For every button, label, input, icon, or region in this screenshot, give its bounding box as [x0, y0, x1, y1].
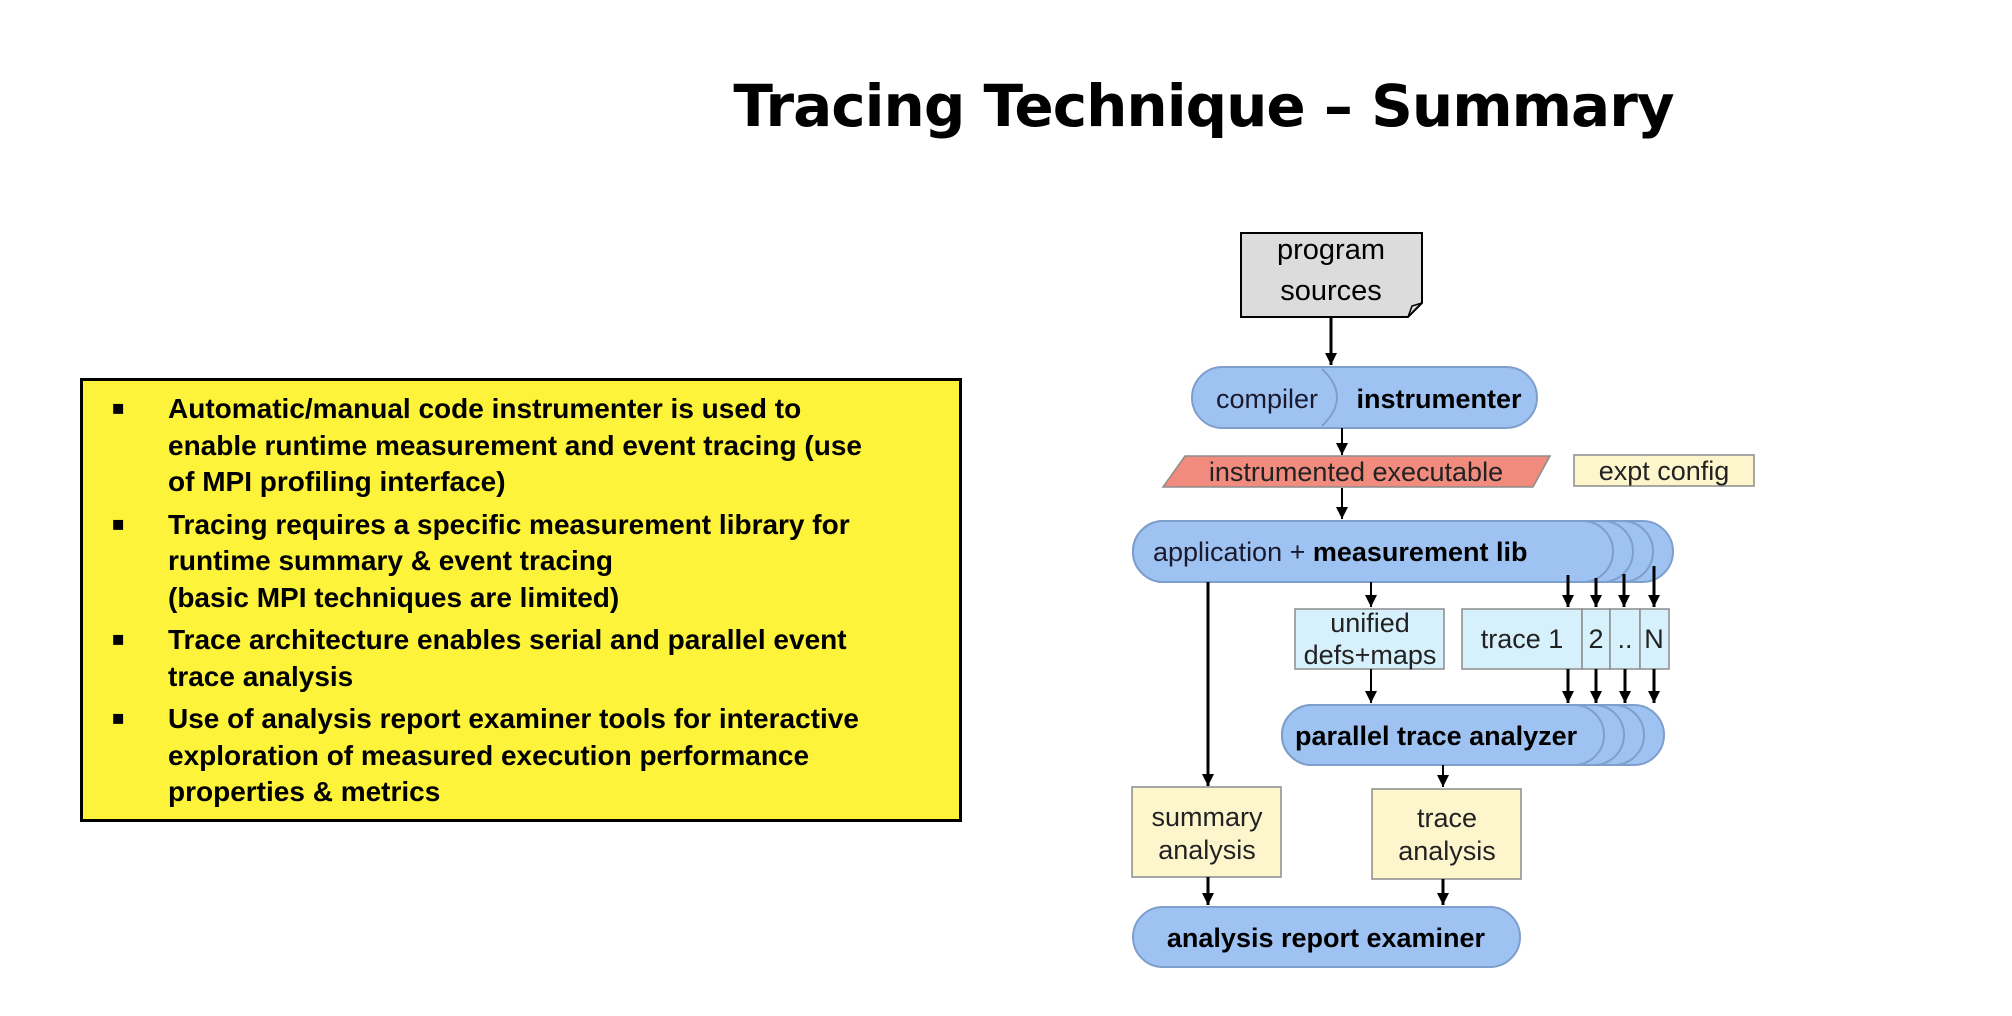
compiler-divider — [1321, 368, 1338, 427]
unified-defs-line2: defs+maps — [1304, 640, 1437, 670]
bullet-item: ▪ Automatic/manual code instrumenter is … — [83, 391, 959, 501]
trace-analysis-box — [1371, 788, 1522, 880]
compiler-label: compiler — [1216, 384, 1318, 414]
unified-defs-line1: unified — [1330, 608, 1410, 638]
bullet-text: Trace architecture enables serial and pa… — [168, 624, 847, 692]
program-sources-shape — [1240, 232, 1423, 318]
instrumented-executable-node: instrumented executable — [1161, 455, 1552, 488]
instrumenter-label: instrumenter — [1356, 384, 1522, 414]
bullet-marker-icon: ▪ — [111, 705, 125, 729]
expt-config-box — [1573, 454, 1755, 487]
analysis-report-examiner-node: analysis report examiner — [1132, 906, 1521, 968]
unified-defs-box — [1294, 608, 1445, 670]
trace-analysis-node: trace analysis — [1371, 788, 1522, 880]
unified-defs-node: unified defs+maps — [1294, 608, 1445, 670]
program-sources-line2: sources — [1280, 275, 1382, 307]
application-node: application + measurement lib — [1132, 520, 1674, 583]
trace-file-dots-label: .. — [1617, 624, 1632, 654]
trace-file-n-box — [1639, 608, 1670, 670]
parallel-trace-analyzer-label: parallel trace analyzer — [1295, 721, 1578, 751]
bullet-item: ▪ Trace architecture enables serial and … — [83, 622, 959, 695]
analysis-report-examiner-label: analysis report examiner — [1167, 923, 1486, 953]
summary-box: ▪ Automatic/manual code instrumenter is … — [80, 378, 962, 822]
application-oval — [1132, 520, 1614, 583]
arrows — [1202, 317, 1660, 905]
bullet-text: Use of analysis report examiner tools fo… — [168, 703, 859, 807]
program-sources-node: program sources — [1240, 232, 1423, 318]
expt-config-label: expt config — [1599, 456, 1730, 486]
summary-analysis-node: summary analysis — [1131, 786, 1282, 878]
trace-file-2-label: 2 — [1588, 624, 1603, 654]
trace-analysis-line2: analysis — [1398, 836, 1496, 866]
trace-file-1-label: trace 1 — [1481, 624, 1564, 654]
summary-analysis-line1: summary — [1151, 802, 1263, 832]
bullet-marker-icon: ▪ — [111, 626, 125, 650]
bullet-item: ▪ Use of analysis report examiner tools … — [83, 701, 959, 811]
compiler-instrumenter-node: compiler instrumenter — [1191, 366, 1538, 429]
application-label: application + measurement lib — [1153, 537, 1527, 567]
analysis-report-examiner-oval — [1132, 906, 1521, 968]
instrumented-executable-shape — [1161, 455, 1552, 488]
bullet-list: ▪ Automatic/manual code instrumenter is … — [83, 391, 959, 817]
trace-files-node: trace 1 2 .. N — [1461, 608, 1670, 670]
slide-title: Tracing Technique – Summary — [733, 72, 1674, 140]
application-plain-label: application + — [1153, 537, 1313, 567]
bullet-marker-icon: ▪ — [111, 395, 125, 419]
bullet-item: ▪ Tracing requires a specific measuremen… — [83, 507, 959, 617]
bullet-text: Automatic/manual code instrumenter is us… — [168, 393, 862, 497]
instrumented-executable-label: instrumented executable — [1209, 457, 1503, 487]
trace-file-n-label: N — [1644, 624, 1664, 654]
compiler-instrumenter-oval — [1191, 366, 1538, 429]
measurement-lib-label: measurement lib — [1313, 537, 1528, 567]
trace-analysis-line1: trace — [1417, 803, 1477, 833]
summary-analysis-box — [1131, 786, 1282, 878]
bullet-text: Tracing requires a specific measurement … — [168, 508, 850, 613]
program-sources-line1: program — [1277, 234, 1385, 266]
page-fold-icon — [1407, 302, 1423, 318]
trace-file-dots-box — [1609, 608, 1641, 670]
summary-analysis-line2: analysis — [1158, 835, 1256, 865]
parallel-trace-analyzer-node: parallel trace analyzer — [1281, 704, 1665, 766]
expt-config-node: expt config — [1573, 454, 1755, 487]
trace-file-1-box — [1461, 608, 1583, 670]
bullet-marker-icon: ▪ — [111, 510, 125, 535]
